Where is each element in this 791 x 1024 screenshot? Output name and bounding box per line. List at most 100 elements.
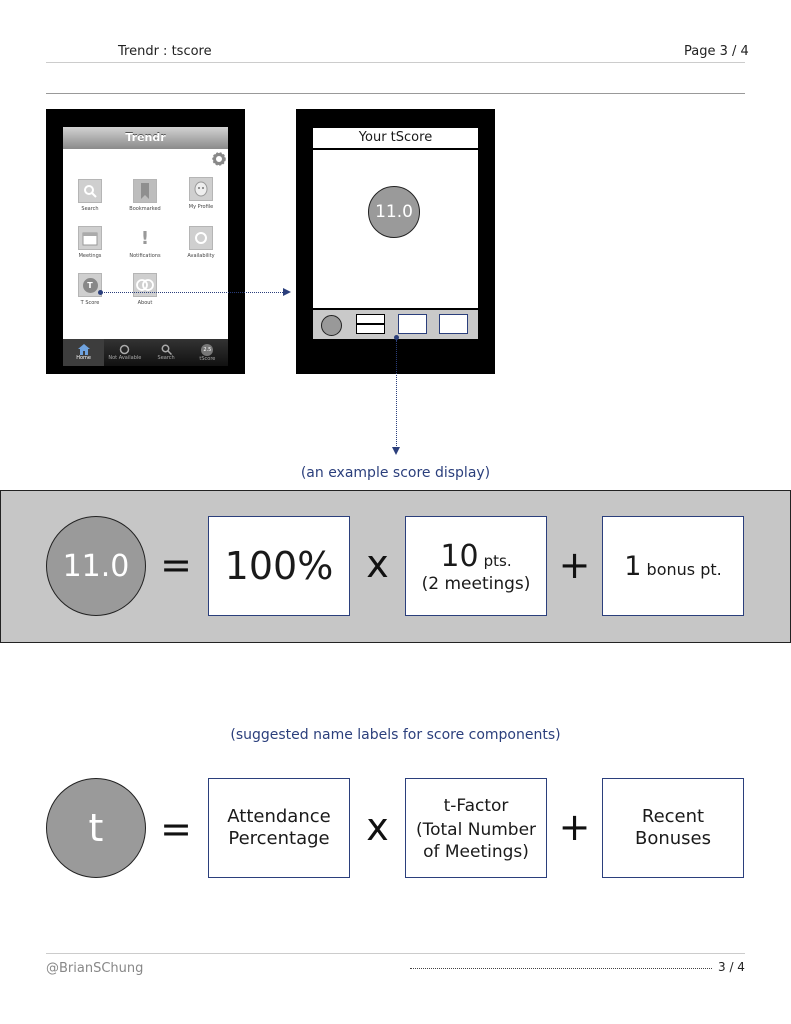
header-page-label: Page xyxy=(684,44,716,59)
wireframe-screen: Your tScore 11.0 xyxy=(313,128,478,339)
attendance-label-box: Attendance Percentage xyxy=(208,778,350,878)
arrow-head-icon xyxy=(283,288,291,296)
app-icon-meetings[interactable]: Meetings xyxy=(65,226,115,259)
arrow-connector xyxy=(102,292,285,293)
example-caption: (an example score display) xyxy=(300,465,491,481)
bookmark-icon xyxy=(133,179,157,203)
app-icon-label: Notifications xyxy=(129,253,161,259)
tab-tscore[interactable]: 2.5 tScore xyxy=(187,339,228,366)
header-page: Page 3 / 4 xyxy=(684,44,749,59)
plus-sign: + xyxy=(558,805,591,849)
app-screen: Trendr Search Bookmarked My Profile xyxy=(63,127,228,339)
circle-icon xyxy=(120,344,130,355)
header-rule xyxy=(46,93,745,94)
header-rule-top xyxy=(46,62,745,63)
app-icon-search[interactable]: Search xyxy=(65,179,115,212)
app-icon-label: My Profile xyxy=(188,204,214,210)
ipad-status-bar xyxy=(49,109,242,115)
labels-symbol: t xyxy=(88,806,104,850)
search-icon xyxy=(78,179,102,203)
factor-label-line: (Total Number xyxy=(415,820,537,840)
plus-sign: + xyxy=(558,543,591,587)
factor-label-line: of Meetings) xyxy=(423,842,529,862)
tab-label: Search xyxy=(157,355,175,361)
bonus-label-line: Bonuses xyxy=(634,828,711,849)
bonus-box: 1 bonus pt. xyxy=(602,516,744,616)
attendance-label-line: Attendance xyxy=(227,806,331,827)
calendar-icon xyxy=(78,226,102,250)
bonus-line: 1 bonus pt. xyxy=(624,551,721,582)
tab-label: Not Available xyxy=(108,355,142,361)
wireframe-device: Your tScore 11.0 xyxy=(296,109,495,374)
wireframe-score: 11.0 xyxy=(375,202,413,222)
wireframe-score-circle: 11.0 xyxy=(368,186,420,238)
app-icon-bookmarked[interactable]: Bookmarked xyxy=(120,179,170,212)
app-icon-notifications[interactable]: ! Notifications xyxy=(120,226,170,259)
app-icon-label: Availability xyxy=(187,253,215,259)
app-icon-profile[interactable]: My Profile xyxy=(176,177,226,210)
arrow-head-icon xyxy=(392,447,400,455)
wireframe-title: Your tScore xyxy=(313,128,478,150)
t-score-icon: T xyxy=(78,273,102,297)
app-title: Trendr xyxy=(63,127,228,149)
footer-page-num: 3 / 4 xyxy=(718,960,745,974)
attendance-value: 100% xyxy=(224,544,334,588)
equals-sign: = xyxy=(160,807,192,851)
circle-icon xyxy=(189,226,213,250)
footer-author: @BrianSChung xyxy=(46,961,144,976)
app-icon-label: Search xyxy=(81,206,99,212)
points-box: 10 pts. (2 meetings) xyxy=(405,516,547,616)
app-icon-availability[interactable]: Availability xyxy=(176,226,226,259)
arrow-connector xyxy=(396,340,397,448)
bonus-unit: bonus pt. xyxy=(646,559,722,579)
footer-leader xyxy=(410,968,712,969)
arrow-dot-start xyxy=(394,335,399,340)
factor-label-line: t-Factor xyxy=(443,796,509,816)
labels-symbol-circle: t xyxy=(46,778,146,878)
app-icon-label: T Score xyxy=(80,300,100,306)
bonus-value: 1 xyxy=(624,550,642,582)
gear-icon[interactable] xyxy=(212,151,226,166)
tab-not-available[interactable]: Not Available xyxy=(104,339,145,366)
app-icon-label: Meetings xyxy=(78,253,102,259)
tab-label: Home xyxy=(76,355,91,361)
points-unit: pts. xyxy=(483,551,512,570)
search-icon xyxy=(161,344,172,355)
wireframe-tab-button[interactable] xyxy=(356,314,385,334)
factor-label-box: t-Factor (Total Number of Meetings) xyxy=(405,778,547,878)
exclamation-icon: ! xyxy=(133,226,157,250)
attendance-label-line: Percentage xyxy=(228,828,330,849)
tab-search[interactable]: Search xyxy=(146,339,187,366)
meetings-count: (2 meetings) xyxy=(421,573,531,594)
wireframe-tab-bar xyxy=(313,308,478,339)
equals-sign: = xyxy=(160,543,192,587)
ipad-screenshot: Trendr Search Bookmarked My Profile xyxy=(46,109,245,374)
app-icon-tscore[interactable]: T T Score xyxy=(65,273,115,306)
arrow-dot-start xyxy=(98,290,103,295)
example-score: 11.0 xyxy=(62,548,130,584)
tab-label: tScore xyxy=(199,355,216,362)
bonus-label-box: Recent Bonuses xyxy=(602,778,744,878)
times-sign: x xyxy=(366,542,389,586)
points-line: 10 pts. xyxy=(440,539,511,574)
wireframe-tab-circle[interactable] xyxy=(321,315,342,336)
bonus-label-line: Recent xyxy=(641,806,705,827)
times-sign: x xyxy=(366,805,389,849)
tab-home[interactable]: Home xyxy=(63,339,105,366)
tscore-badge-icon: 2.5 xyxy=(201,343,214,356)
header-title: Trendr : tscore xyxy=(118,44,212,59)
points-value: 10 xyxy=(440,538,479,574)
app-icon-label: Bookmarked xyxy=(129,206,161,212)
wireframe-tab-button[interactable] xyxy=(439,314,468,334)
attendance-box: 100% xyxy=(208,516,350,616)
labels-caption: (suggested name labels for score compone… xyxy=(230,727,561,743)
header-page-num: 3 / 4 xyxy=(719,44,749,59)
profile-icon xyxy=(189,177,213,201)
app-tab-bar: Home Not Available Search 2.5 tScore xyxy=(63,339,228,366)
about-icon xyxy=(133,273,157,297)
example-score-circle: 11.0 xyxy=(46,516,146,616)
home-icon xyxy=(77,344,90,355)
app-icon-about[interactable]: About xyxy=(120,273,170,306)
footer-rule xyxy=(46,953,745,954)
wireframe-tab-button[interactable] xyxy=(398,314,427,334)
